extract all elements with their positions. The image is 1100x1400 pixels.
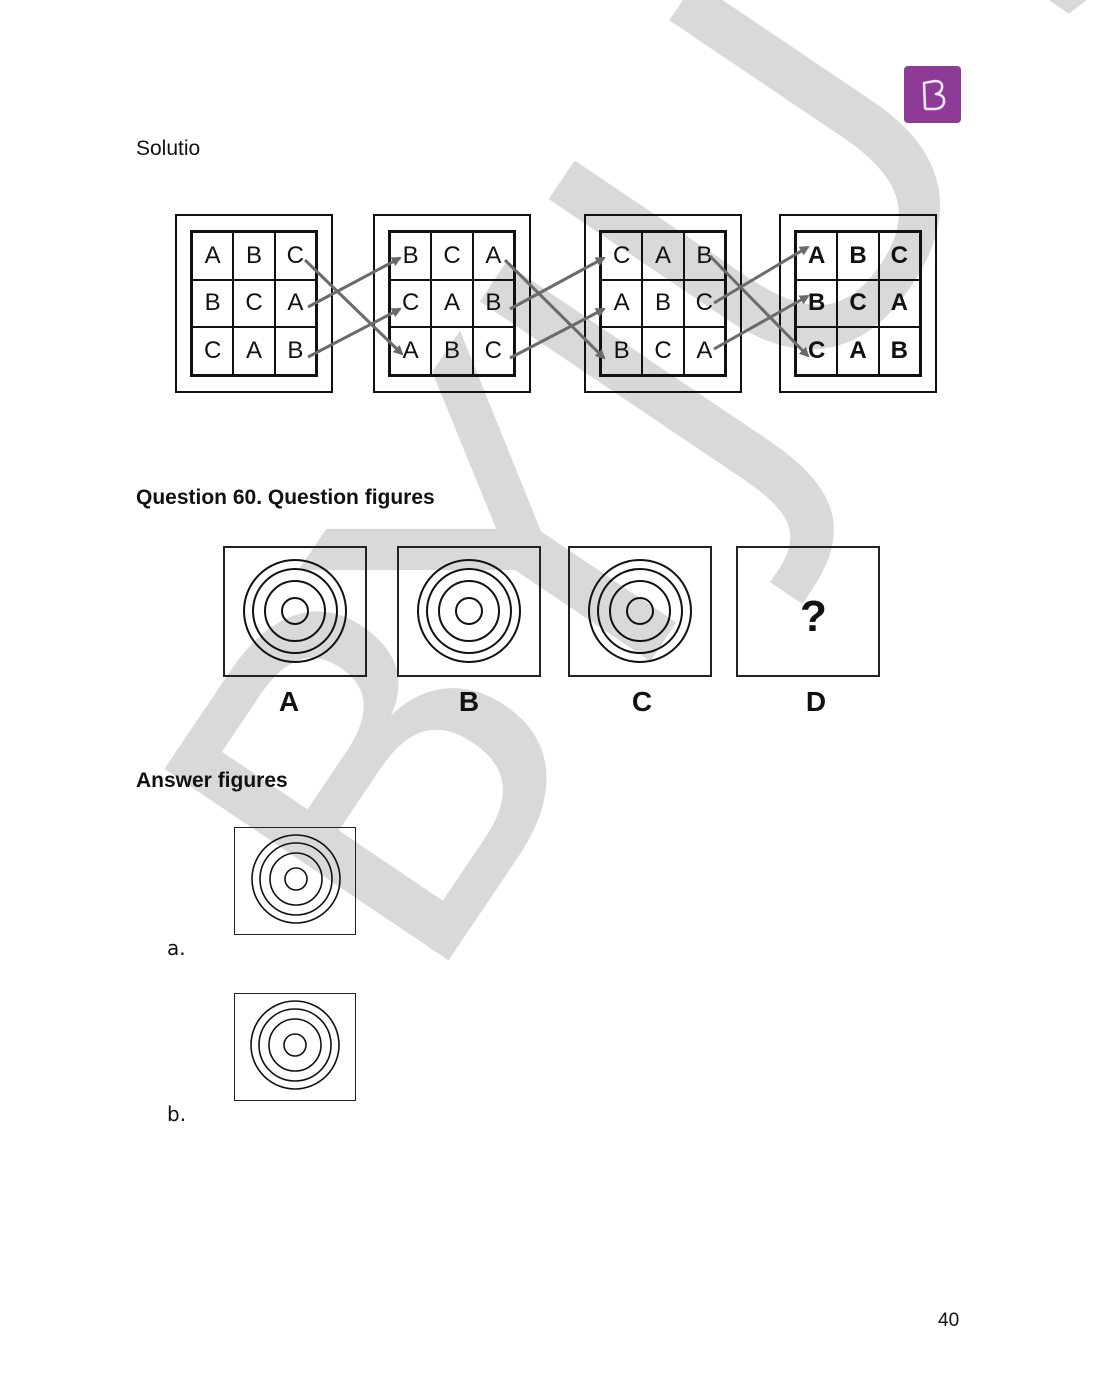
grid-cell: A xyxy=(472,232,514,280)
grid-cell: A xyxy=(601,279,643,328)
grid-cell: A xyxy=(642,232,684,280)
grid-cell: B xyxy=(796,279,838,328)
grid-cell: C xyxy=(683,279,725,328)
grid-cell: C xyxy=(192,327,234,375)
grid-cell: B xyxy=(472,279,514,328)
concentric-circles-icon xyxy=(588,559,692,663)
watermark: BYJU'S xyxy=(61,0,1100,1061)
grid-cell: A xyxy=(274,279,316,328)
answers-heading: Answer figures xyxy=(136,769,288,792)
answer-figure-b[interactable] xyxy=(234,993,356,1101)
grid-cell: C xyxy=(878,232,920,280)
grid-cell: B xyxy=(837,232,879,280)
answer-figure-a[interactable] xyxy=(234,827,356,935)
grid-cell: C xyxy=(274,232,316,280)
answer-label-b: b. xyxy=(167,1102,187,1126)
byjus-logo-icon xyxy=(904,66,961,123)
grid-cell: B xyxy=(274,327,316,375)
concentric-circles-icon xyxy=(243,559,347,663)
solution-heading: Solutio xyxy=(136,137,201,160)
grid-cell: A xyxy=(233,327,275,375)
figure-label-d: D xyxy=(805,686,827,717)
concentric-circles-icon xyxy=(250,1000,340,1090)
grid-cell: B xyxy=(601,327,643,375)
grid-cell: B xyxy=(192,279,234,328)
grid-cell: C xyxy=(233,279,275,328)
grid-cell: C xyxy=(796,327,838,375)
concentric-circles-icon xyxy=(417,559,521,663)
grid-cell: B xyxy=(390,232,432,280)
grid-cell: C xyxy=(601,232,643,280)
grid-cell: B xyxy=(233,232,275,280)
grid-cell: A xyxy=(431,279,473,328)
grid-cell: B xyxy=(683,232,725,280)
page-number: 40 xyxy=(938,1310,960,1331)
grid-cell: C xyxy=(642,327,684,375)
answer-label-a: a. xyxy=(167,936,186,960)
grid-cell: A xyxy=(878,279,920,328)
logo-b-glyph xyxy=(922,79,945,110)
grid-cell: A xyxy=(837,327,879,375)
figure-label-a: A xyxy=(278,686,300,717)
grid-cell: A xyxy=(796,232,838,280)
grid-cell: C xyxy=(390,279,432,328)
concentric-circles-icon xyxy=(251,834,341,924)
figure-label-b: B xyxy=(458,686,480,717)
question-figure-c xyxy=(568,546,712,677)
grid-cell: B xyxy=(878,327,920,375)
question-heading: Question 60. Question figures xyxy=(136,486,435,509)
question-mark: ? xyxy=(800,592,827,641)
question-figure-d: ? xyxy=(736,546,880,677)
grid-cell: A xyxy=(683,327,725,375)
grid-cell: C xyxy=(472,327,514,375)
question-figure-b xyxy=(397,546,541,677)
grid-cell: C xyxy=(431,232,473,280)
question-figure-a xyxy=(223,546,367,677)
grid-cell: A xyxy=(192,232,234,280)
grid-cell: C xyxy=(837,279,879,328)
grid-cell: B xyxy=(431,327,473,375)
grid-cell: B xyxy=(642,279,684,328)
grid-cell: A xyxy=(390,327,432,375)
figure-label-c: C xyxy=(631,686,653,717)
